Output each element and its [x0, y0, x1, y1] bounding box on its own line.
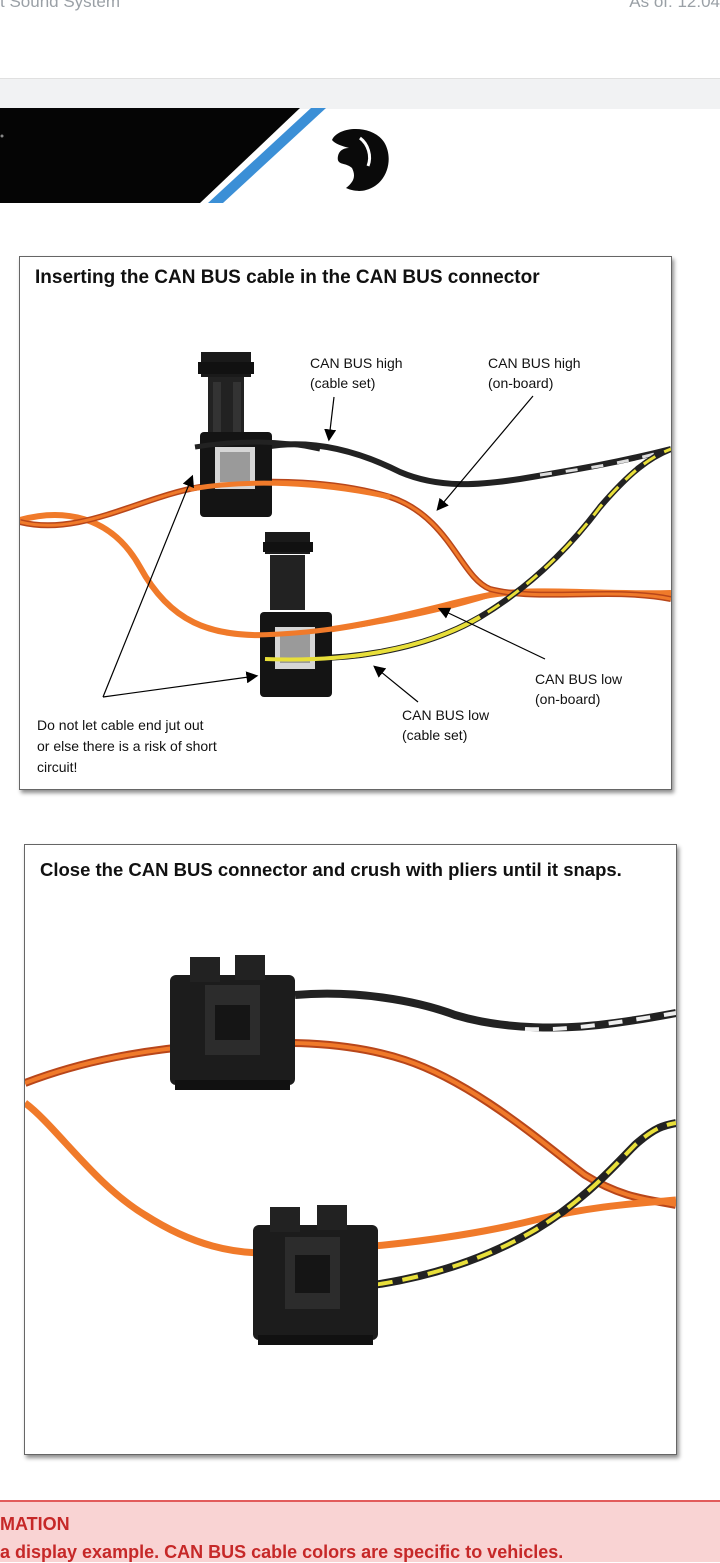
label-high-cable-set-line1: CAN BUS high: [310, 355, 403, 371]
callout-arrows: [102, 395, 546, 703]
info-text: a display example. CAN BUS cable colors …: [0, 1542, 564, 1562]
label-low-cable-set-line1: CAN BUS low: [402, 707, 490, 723]
label-high-cable-set: CAN BUS high (cable set): [310, 353, 403, 393]
closed-connector-lower: [253, 1205, 378, 1345]
connector-lower: [260, 532, 332, 697]
label-low-onboard: CAN BUS low (on-board): [535, 669, 622, 709]
info-title: MATION: [0, 1514, 70, 1534]
header-title: t Sound System: [0, 0, 121, 11]
label-low-cable-set-line2: (cable set): [402, 727, 468, 743]
panel1-title: Inserting the CAN BUS cable in the CAN B…: [35, 267, 540, 288]
panel-inserting-cable: Inserting the CAN BUS cable in the CAN B…: [19, 256, 672, 790]
brand-logo-icon: [332, 129, 389, 191]
label-high-onboard: CAN BUS high (on-board): [488, 353, 581, 393]
brand-banner: [0, 108, 389, 203]
label-high-onboard-line1: CAN BUS high: [488, 355, 581, 371]
header-separator: [0, 78, 720, 109]
label-warning-line2: or else there is a risk of short: [37, 738, 217, 754]
banner-blue-stripe: [208, 108, 326, 203]
label-high-cable-set-line2: (cable set): [310, 375, 376, 391]
banner-black-band: [0, 108, 300, 203]
panel2-title: Close the CAN BUS connector and crush wi…: [40, 859, 622, 880]
connector-upper: [198, 352, 272, 517]
photo-close-connector: [25, 955, 676, 1345]
page-header: t Sound System As of: 12:04: [0, 0, 720, 80]
photo-inserting-cable: [20, 352, 671, 703]
panel-close-connector: Close the CAN BUS connector and crush wi…: [24, 844, 677, 1455]
closed-connector-upper: [170, 955, 295, 1090]
header-date: As of: 12:04: [629, 0, 720, 11]
label-low-onboard-line1: CAN BUS low: [535, 671, 623, 687]
label-warning-line3: circuit!: [37, 759, 78, 775]
label-low-onboard-line2: (on-board): [535, 691, 601, 707]
label-warning-line1: Do not let cable end jut out: [37, 717, 204, 733]
label-high-onboard-line2: (on-board): [488, 375, 554, 391]
information-box: MATION a display example. CAN BUS cable …: [0, 1500, 720, 1562]
label-low-cable-set: CAN BUS low (cable set): [402, 705, 489, 745]
label-warning: Do not let cable end jut out or else the…: [37, 715, 217, 778]
banner-dot: [0, 134, 4, 138]
